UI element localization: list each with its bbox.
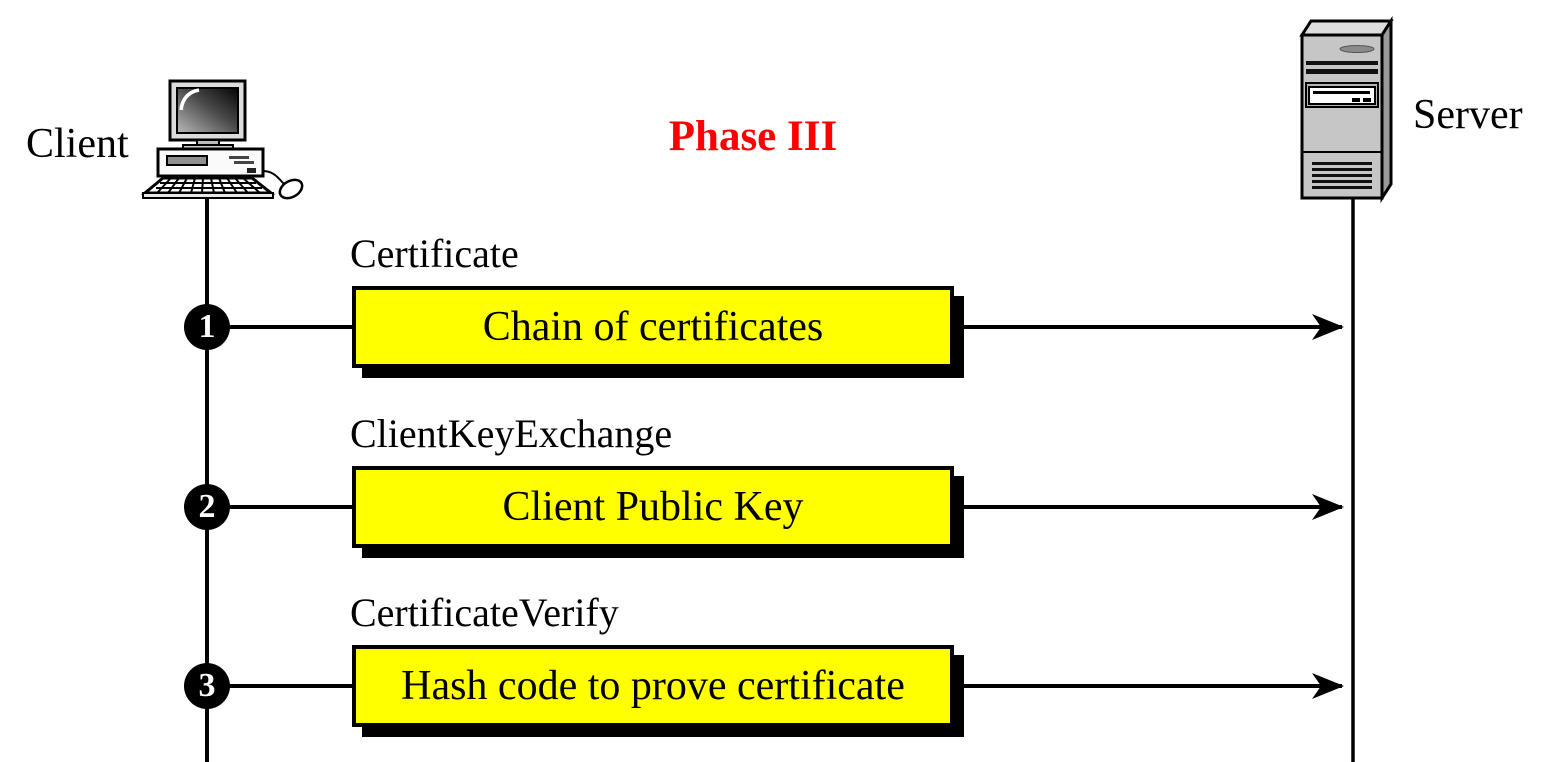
client-actor-label: Client: [26, 121, 129, 167]
message-box-certificate: Chain of certificates: [352, 286, 954, 368]
message-label-certificate: Certificate: [350, 231, 519, 276]
phase-title: Phase III: [668, 113, 838, 160]
desktop-computer-icon: [140, 79, 304, 200]
step-number-badge-1: 1: [184, 304, 230, 350]
server-actor-label: Server: [1413, 92, 1523, 138]
message-content: Client Public Key: [502, 484, 804, 530]
message-box-certificateverify: Hash code to prove certificate: [352, 645, 954, 727]
message-content: Hash code to prove certificate: [401, 663, 905, 709]
server-tower-icon: [1299, 15, 1394, 204]
message-label-clientkeyexchange: ClientKeyExchange: [350, 411, 673, 456]
step-number-badge-2: 2: [184, 484, 230, 530]
message-content: Chain of certificates: [482, 304, 824, 350]
message-label-certificateverify: CertificateVerify: [350, 590, 619, 635]
message-box-clientkeyexchange: Client Public Key: [352, 466, 954, 548]
step-number-badge-3: 3: [184, 663, 230, 709]
